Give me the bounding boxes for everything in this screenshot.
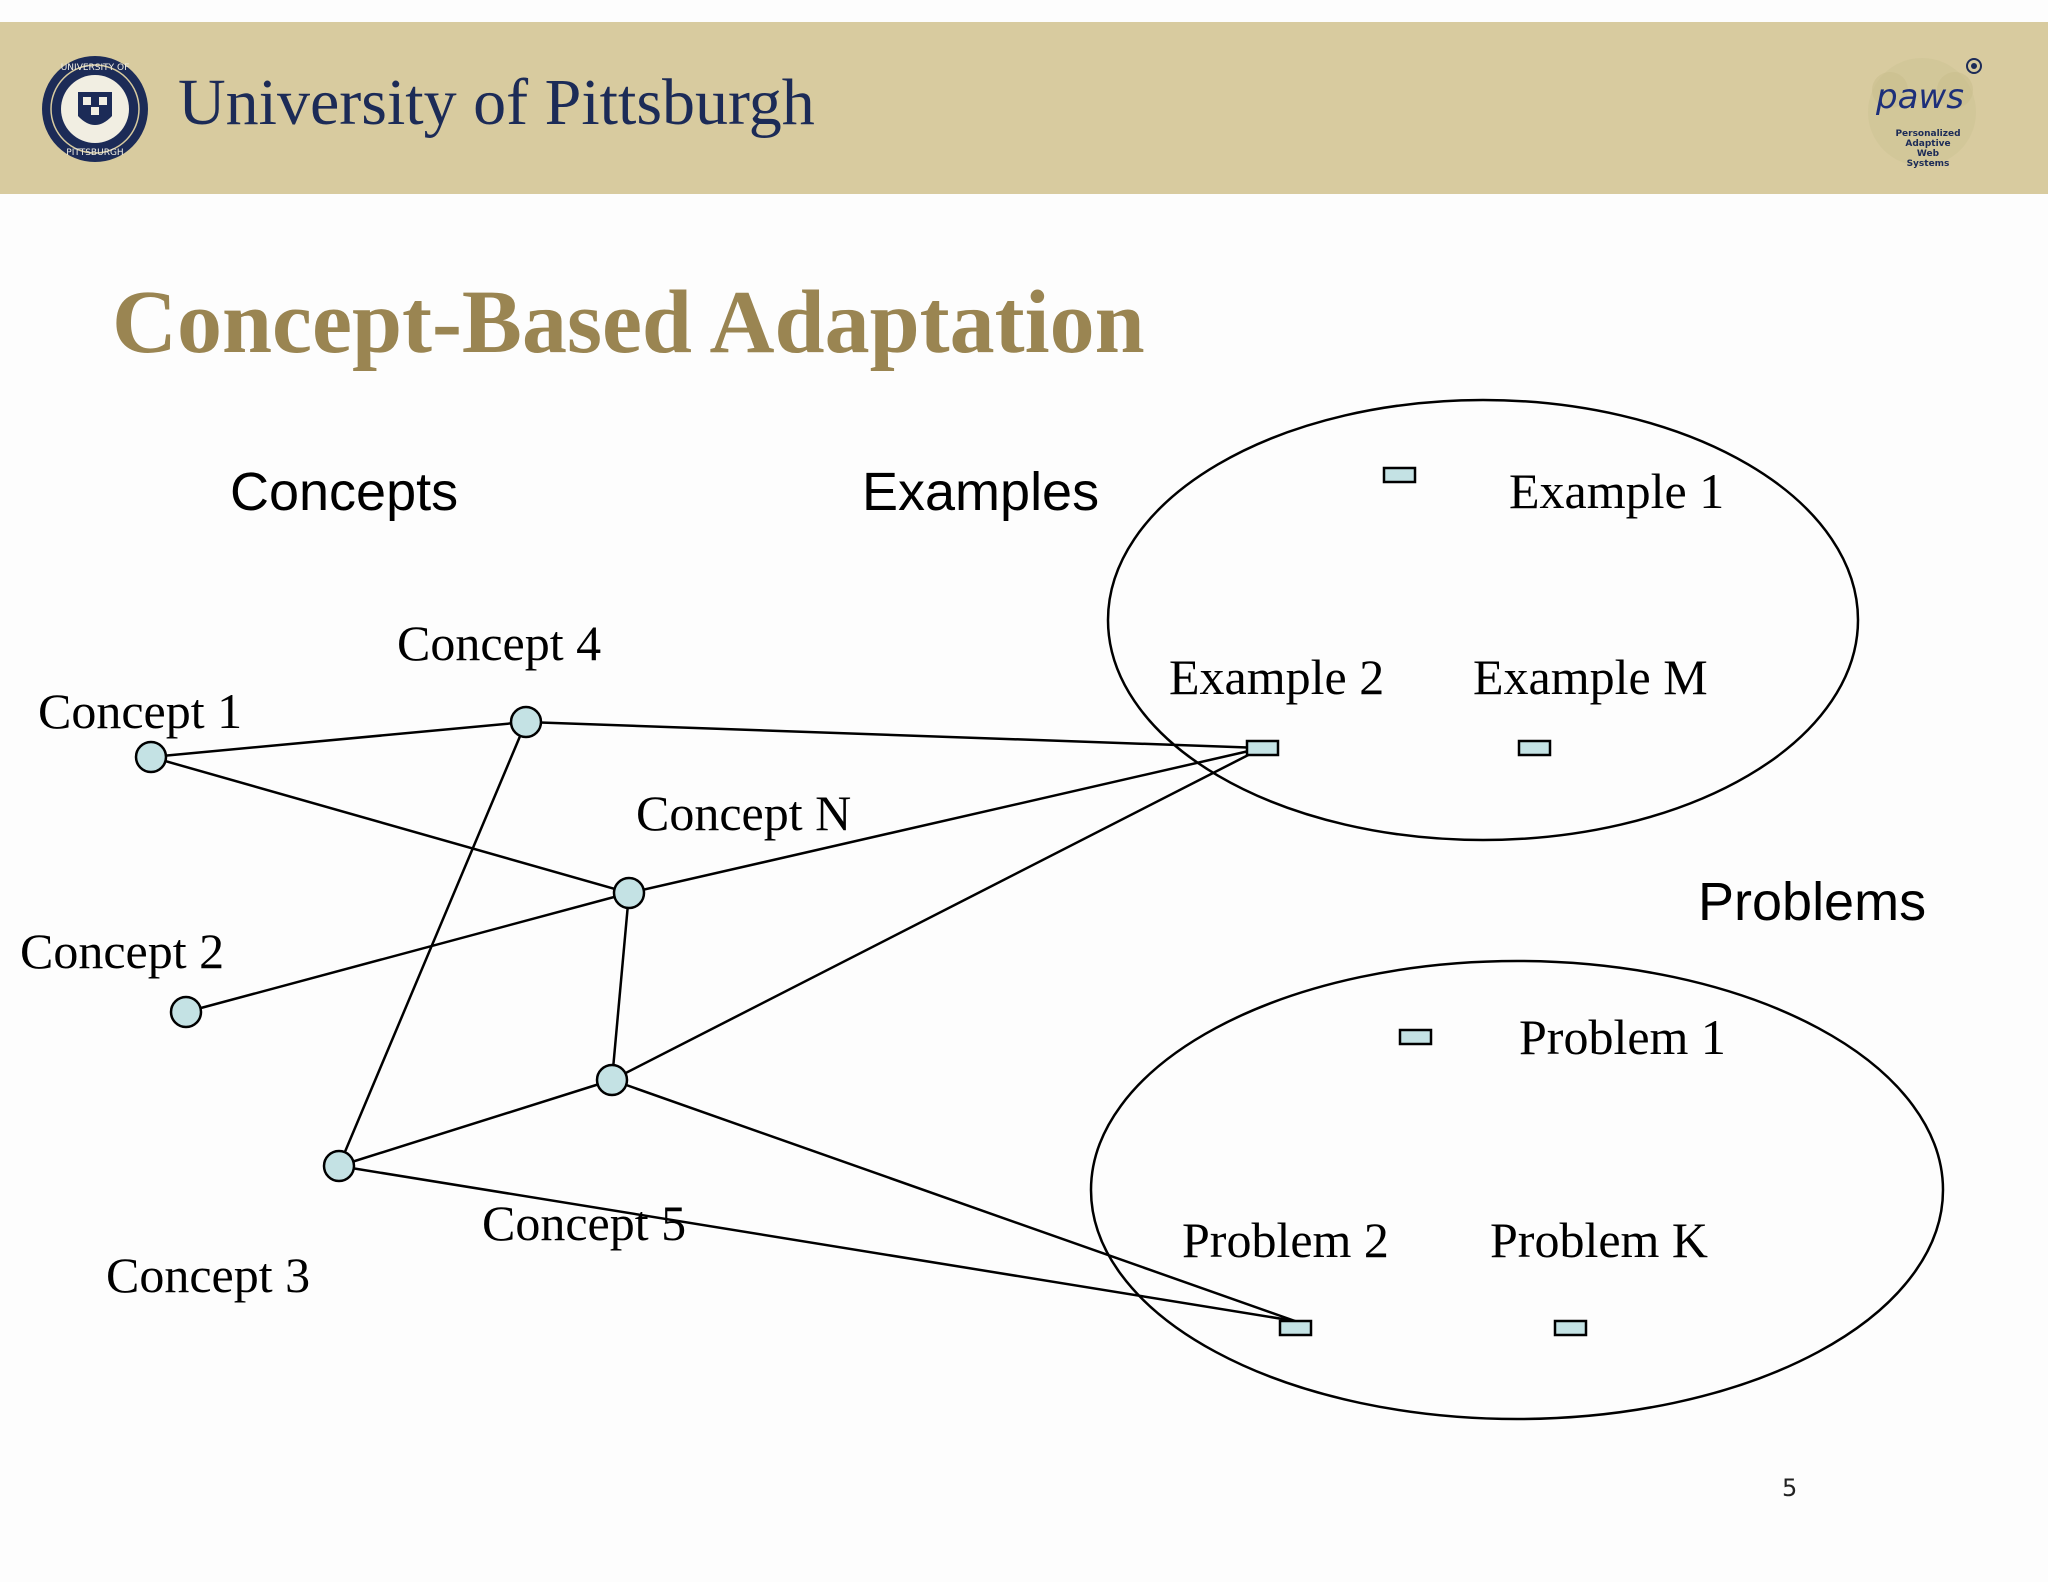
- problem-label-p2: Problem 2: [1182, 1212, 1389, 1268]
- group-label-problems: Problems: [1698, 872, 1926, 932]
- paws-caption-line-1: Personalized: [1895, 129, 1960, 139]
- example-label-e2: Example 2: [1169, 649, 1384, 705]
- paws-caption-line-2: Adaptive: [1905, 139, 1950, 149]
- example-label-e1: Example 1: [1509, 463, 1724, 519]
- concept-node-cN[interactable]: [612, 876, 646, 910]
- concept-node-c2[interactable]: [169, 995, 203, 1029]
- link-c1-cN: [150, 755, 630, 895]
- link-c4-e2: [525, 720, 1263, 750]
- seal-bottom-text: PITTSBURGH: [66, 148, 123, 158]
- slide-title: Concept-Based Adaptation: [112, 273, 1145, 372]
- group-label-concepts: Concepts: [230, 462, 458, 522]
- link-cN-e2: [628, 746, 1263, 895]
- problem-node-p1[interactable]: [1398, 1028, 1433, 1046]
- university-name: University of Pittsburgh: [178, 66, 815, 139]
- header-band: [0, 22, 2048, 194]
- examples-ellipse: [1106, 398, 1860, 842]
- problem-node-pK[interactable]: [1553, 1319, 1588, 1337]
- problems-ellipse: [1089, 959, 1945, 1421]
- example-node-eM[interactable]: [1517, 739, 1552, 757]
- link-c4-c3: [337, 721, 528, 1167]
- group-label-examples: Examples: [862, 462, 1099, 522]
- concept-label-c4: Concept 4: [397, 615, 601, 671]
- example-node-e2[interactable]: [1245, 739, 1280, 757]
- problem-label-p1: Problem 1: [1519, 1009, 1726, 1065]
- concept-node-c4[interactable]: [509, 705, 543, 739]
- link-cN-c2: [185, 891, 630, 1014]
- concept-label-c1: Concept 1: [38, 683, 242, 739]
- link-c1-c4: [150, 720, 527, 759]
- problem-label-pK: Problem K: [1490, 1212, 1708, 1268]
- university-seal-icon: UNIVERSITY OF PITTSBURGH: [42, 56, 148, 162]
- link-c3-p2: [338, 1164, 1296, 1323]
- link-lines: [150, 720, 1296, 1323]
- concept-label-c3: Concept 3: [106, 1247, 310, 1303]
- link-cN-c5: [610, 892, 631, 1081]
- paws-letters: paws: [1875, 77, 1964, 117]
- paws-caption-line-3: Web: [1917, 149, 1940, 159]
- concept-node-c5[interactable]: [595, 1063, 629, 1097]
- seal-top-text: UNIVERSITY OF: [61, 63, 130, 73]
- paws-logo-icon: paws Personalized Adaptive Web Systems: [1868, 58, 1982, 169]
- concept-label-cN: Concept N: [636, 785, 851, 841]
- concept-node-c1[interactable]: [134, 740, 168, 774]
- page-number: 5: [1782, 1474, 1798, 1502]
- concept-label-c2: Concept 2: [20, 923, 224, 979]
- paws-caption-line-4: Systems: [1907, 159, 1950, 169]
- example-label-eM: Example M: [1473, 649, 1708, 705]
- problem-node-p2[interactable]: [1278, 1319, 1313, 1337]
- example-node-e1[interactable]: [1382, 466, 1417, 484]
- link-c5-p2: [611, 1078, 1296, 1323]
- concept-label-c5: Concept 5: [482, 1195, 686, 1251]
- concept-node-c3[interactable]: [322, 1149, 356, 1183]
- link-c5-c3: [338, 1078, 613, 1168]
- link-c5-e2: [611, 746, 1263, 1082]
